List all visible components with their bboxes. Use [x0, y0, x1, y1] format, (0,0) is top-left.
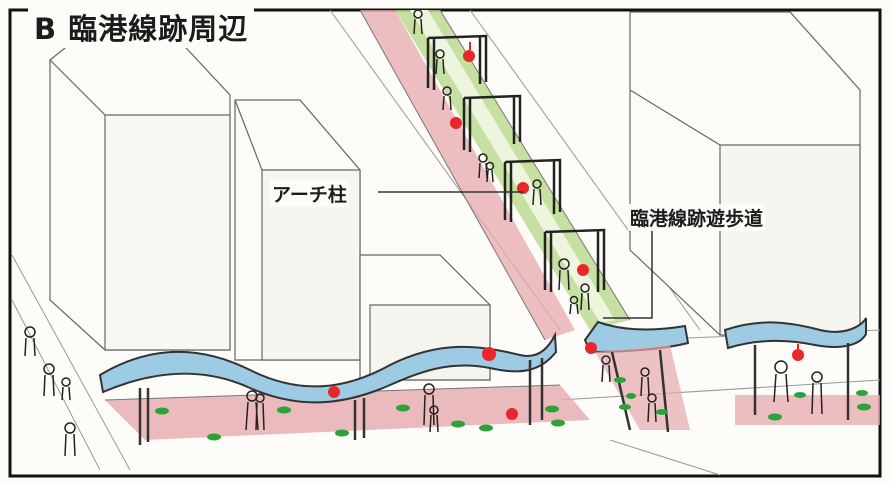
person — [558, 258, 570, 291]
promenade-strip — [359, 9, 631, 341]
person — [485, 161, 495, 183]
promenade-red-edge — [360, 10, 575, 340]
person — [43, 363, 55, 397]
figure-title: B 臨港線跡周辺 — [28, 6, 255, 48]
person — [24, 326, 36, 357]
arch-4 — [543, 228, 606, 292]
person — [773, 360, 789, 403]
people — [24, 9, 823, 457]
building-left-tall — [49, 19, 231, 351]
arch-1 — [426, 34, 488, 90]
label-promenade: 臨港線跡遊歩道 — [628, 204, 766, 231]
promenade-walk — [410, 10, 615, 323]
person — [442, 86, 452, 111]
frame — [8, 8, 882, 478]
canopy-mid — [583, 320, 690, 433]
person — [429, 405, 439, 433]
person — [532, 179, 542, 206]
red-dots — [328, 42, 804, 420]
person — [601, 355, 611, 383]
green-planters — [155, 377, 871, 441]
person — [580, 283, 590, 311]
canopy-left-pillars — [138, 358, 544, 445]
building-right — [629, 11, 861, 336]
arch-2 — [462, 94, 522, 152]
person — [647, 393, 657, 423]
person — [435, 49, 445, 75]
person — [255, 393, 265, 431]
person — [569, 295, 579, 315]
canopy-left — [98, 331, 558, 404]
person — [61, 377, 71, 401]
label-arch-pillar: アーチ柱 — [270, 180, 349, 207]
person — [423, 383, 435, 426]
building-left-mid — [234, 99, 361, 361]
person — [640, 367, 650, 397]
leader-path — [603, 226, 653, 319]
person — [811, 371, 823, 415]
person — [413, 9, 423, 35]
arch-3 — [503, 158, 562, 222]
canopy-right — [723, 317, 880, 425]
person — [64, 422, 76, 457]
